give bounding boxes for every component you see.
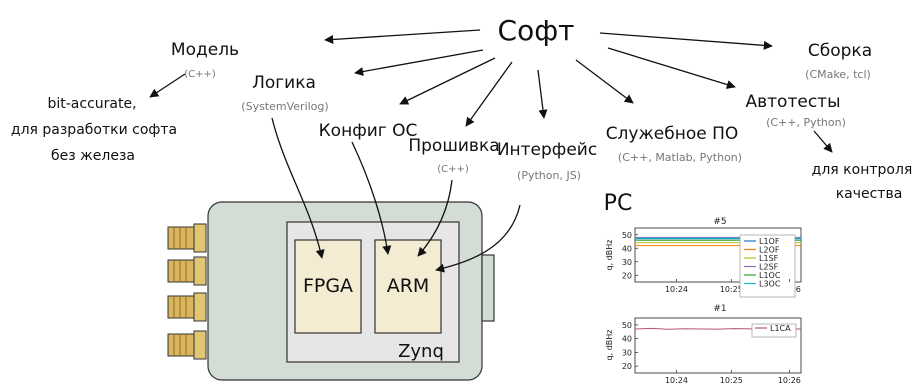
zynq-label: Zynq xyxy=(398,341,444,362)
chart-bottom: #1 q, dBHz 20 30 40 50 10:24 10:25 10:26… xyxy=(605,304,802,385)
x-ticks: 10:24 10:25 10:26 xyxy=(665,376,801,385)
legend-label: L2OF xyxy=(759,246,780,255)
y-tick-label: 20 xyxy=(622,271,632,280)
node-os-config-label: Конфиг ОС xyxy=(319,121,418,141)
arrow-to-os-config xyxy=(399,57,496,105)
model-note-line: bit-accurate, xyxy=(47,96,136,112)
pc-label: PC xyxy=(604,191,633,216)
legend-label: L2SF xyxy=(759,263,779,272)
chart-ylabel: q, dBHz xyxy=(605,240,614,271)
chip-arrows xyxy=(271,117,521,273)
pc-charts: #5 q, dBHz 20 30 40 50 10:24 10:25 10:26… xyxy=(605,217,802,385)
y-tick-label: 50 xyxy=(622,321,632,330)
node-logic-sub: (SystemVerilog) xyxy=(241,100,328,113)
legend: L1OF L2OF L1SF L2SF L1OC L3OC xyxy=(739,234,796,298)
legend-label: L1CA xyxy=(770,324,791,333)
legend-label: L1SF xyxy=(759,254,779,263)
y-tick-label: 40 xyxy=(622,335,632,344)
fpga-label: FPGA xyxy=(303,275,353,297)
y-ticks: 20 30 40 50 xyxy=(622,321,632,371)
arrow-interface-to-arm xyxy=(435,204,521,273)
title-arrows xyxy=(324,29,773,127)
node-service-sub: (C++, Matlab, Python) xyxy=(618,151,742,164)
plot-area xyxy=(634,227,802,283)
x-tick-label: 10:24 xyxy=(665,376,688,385)
x-tick-label: 10:25 xyxy=(720,376,743,385)
node-build-label: Сборка xyxy=(808,41,872,61)
legend-label: L1OC xyxy=(759,271,781,280)
node-interface-sub: (Python, JS) xyxy=(517,169,581,182)
arrow-to-service xyxy=(575,59,634,104)
arrow-os-config-to-arm xyxy=(351,141,392,255)
y-tick-label: 50 xyxy=(622,231,632,240)
rf-connectors xyxy=(167,223,207,360)
y-tick-label: 30 xyxy=(622,258,632,267)
plot-area xyxy=(634,317,802,374)
arm-label: ARM xyxy=(387,275,430,297)
y-tick-label: 30 xyxy=(622,348,632,357)
rf-connector xyxy=(167,223,207,253)
rf-connector xyxy=(167,330,207,360)
model-note-line: для разработки софта xyxy=(11,122,177,138)
node-model-sub: (C++) xyxy=(184,69,216,80)
x-tick-label: 10:24 xyxy=(665,285,688,294)
arrow-model-note xyxy=(149,73,186,98)
fpga-chip xyxy=(294,239,362,334)
arrow-to-interface xyxy=(537,69,548,119)
x-tick-label: 10:25 xyxy=(720,285,743,294)
node-service-label: Служебное ПО xyxy=(606,124,739,144)
arrow-firmware-to-arm xyxy=(417,179,453,257)
node-autotests-label: Автотесты xyxy=(746,92,841,112)
rf-connector xyxy=(167,256,207,286)
chart-top: #5 q, dBHz 20 30 40 50 10:24 10:25 10:26… xyxy=(605,217,802,298)
diagram-title: Софт xyxy=(498,14,575,47)
y-tick-label: 40 xyxy=(622,244,632,253)
legend: L1CA xyxy=(751,323,797,338)
node-build-sub: (CMake, tcl) xyxy=(805,68,871,81)
chart-title: #1 xyxy=(713,304,726,314)
arrow-autotests-note xyxy=(813,130,833,153)
chart-title: #5 xyxy=(713,217,726,227)
node-firmware-sub: (C++) xyxy=(437,164,469,175)
autotests-note-line: качества xyxy=(836,186,903,202)
y-tick-label: 20 xyxy=(622,362,632,371)
autotests-note-line: для контроля xyxy=(812,162,913,178)
node-firmware-label: Прошивка xyxy=(408,136,499,156)
x-tick-label: 10:26 xyxy=(778,376,801,385)
arrow-to-model xyxy=(324,29,481,45)
legend-box xyxy=(751,323,797,338)
node-autotests-sub: (C++, Python) xyxy=(766,116,846,129)
autotests-note: для контроля качества xyxy=(812,162,913,202)
legend-label: L1OF xyxy=(759,237,780,246)
arrow-to-build xyxy=(599,32,773,50)
legend-label: L3OC xyxy=(759,280,781,289)
arrow-to-autotests xyxy=(607,47,736,89)
arm-chip xyxy=(374,239,442,334)
arrow-to-logic xyxy=(354,49,484,77)
arrow-logic-to-fpga xyxy=(271,117,325,259)
model-note-line: без железа xyxy=(51,148,135,164)
model-note: bit-accurate, для разработки софта без ж… xyxy=(11,96,177,164)
device-board: FPGA ARM Zynq xyxy=(167,201,495,381)
side-port xyxy=(481,254,495,322)
node-model-label: Модель xyxy=(171,40,239,60)
node-logic-label: Логика xyxy=(252,73,316,93)
node-interface-label: Интерфейс xyxy=(497,140,597,160)
chart-ylabel: q, dBHz xyxy=(605,330,614,361)
arrow-to-firmware xyxy=(465,61,513,127)
y-ticks: 20 30 40 50 xyxy=(622,231,632,281)
rf-connector xyxy=(167,292,207,322)
